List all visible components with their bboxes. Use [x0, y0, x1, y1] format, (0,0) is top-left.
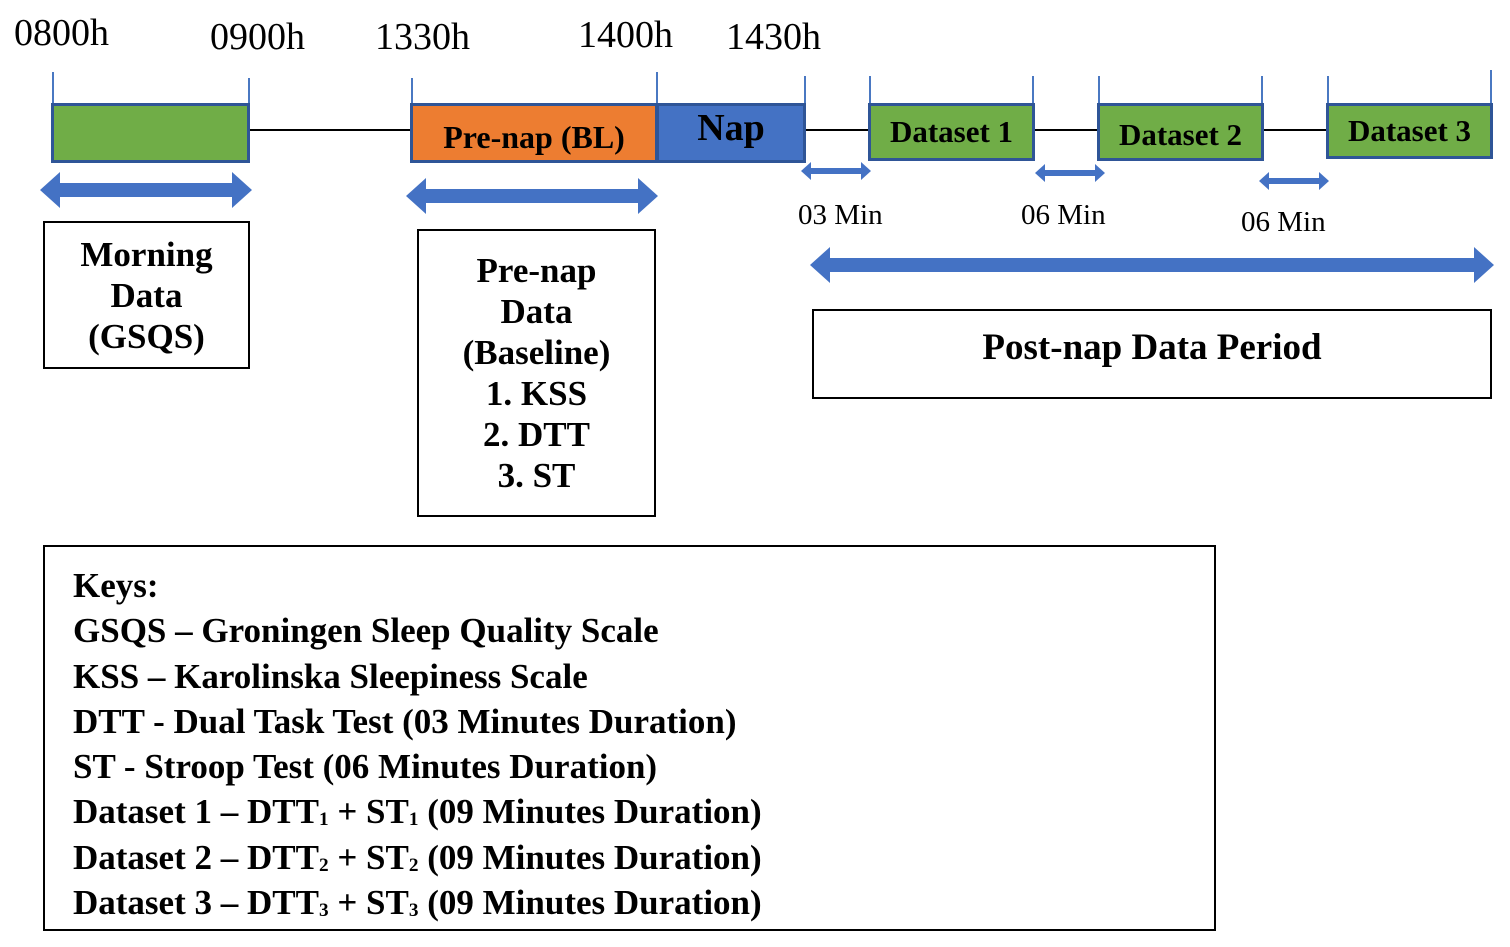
key-line-dataset: Dataset 1 – DTT1 + ST1 (09 Minutes Durat…	[73, 792, 762, 832]
tick-mark	[804, 76, 806, 104]
dataset2-block: Dataset 2	[1097, 103, 1264, 161]
tick-mark	[411, 78, 413, 104]
gap-arrow-03min	[801, 162, 871, 180]
tick-mark	[656, 72, 658, 104]
prenap-box-line: 3. ST	[497, 456, 576, 495]
morning-box-line: (GSQS)	[88, 316, 205, 356]
keys-legend: Keys: GSQS – Groningen Sleep Quality Sca…	[43, 545, 1216, 931]
morning-data-box: Morning Data (GSQS)	[43, 221, 250, 369]
gap-label: 06 Min	[1241, 206, 1326, 238]
tick-mark	[1327, 76, 1329, 104]
time-label-0900: 0900h	[210, 16, 305, 58]
prenap-box-line: (Baseline)	[462, 333, 611, 372]
key-line: GSQS – Groningen Sleep Quality Scale	[73, 611, 659, 651]
tick-mark	[1032, 76, 1034, 104]
postnap-span-arrow	[810, 247, 1494, 283]
tick-mark	[1261, 76, 1263, 104]
prenap-block: Pre-nap (BL)	[410, 103, 658, 163]
tick-mark	[869, 76, 871, 104]
morning-block	[51, 103, 250, 163]
tick-mark	[248, 78, 250, 104]
time-label-1330: 1330h	[375, 16, 470, 58]
dataset3-block: Dataset 3	[1326, 103, 1493, 159]
time-label-0800: 0800h	[14, 12, 109, 54]
keys-title: Keys:	[73, 566, 159, 605]
tick-mark	[52, 72, 54, 104]
time-label-1400: 1400h	[578, 14, 673, 56]
timeline-connector	[1034, 129, 1099, 131]
gap-label: 03 Min	[798, 199, 883, 231]
gap-arrow-06min	[1035, 164, 1105, 182]
key-line-dataset: Dataset 3 – DTT3 + ST3 (09 Minutes Durat…	[73, 883, 762, 923]
dataset1-block: Dataset 1	[868, 103, 1035, 161]
prenap-span-arrow	[406, 178, 658, 214]
postnap-data-box: Post-nap Data Period	[812, 309, 1492, 399]
prenap-data-box: Pre-nap Data (Baseline) 1. KSS 2. DTT 3.…	[417, 229, 656, 517]
morning-span-arrow	[40, 172, 252, 208]
timeline-connector	[805, 129, 870, 131]
gap-arrow-06min	[1259, 172, 1329, 190]
nap-block: Nap	[656, 103, 806, 163]
prenap-box-line: Data	[500, 292, 573, 331]
gap-label: 06 Min	[1021, 199, 1106, 231]
morning-box-line: Morning	[80, 234, 213, 274]
key-line: DTT - Dual Task Test (03 Minutes Duratio…	[73, 701, 737, 741]
postnap-box-label: Post-nap Data Period	[982, 326, 1322, 368]
time-label-1430: 1430h	[726, 16, 821, 58]
prenap-box-line: 1. KSS	[485, 374, 588, 413]
key-line-dataset: Dataset 2 – DTT2 + ST2 (09 Minutes Durat…	[73, 837, 762, 877]
prenap-box-line: 2. DTT	[483, 415, 590, 454]
tick-mark	[1490, 70, 1492, 104]
prenap-box-line: Pre-nap	[476, 251, 597, 290]
morning-box-line: Data	[110, 275, 183, 315]
key-line: ST - Stroop Test (06 Minutes Duration)	[73, 747, 658, 787]
key-line: KSS – Karolinska Sleepiness Scale	[73, 656, 588, 696]
timeline-connector	[1263, 129, 1328, 131]
tick-mark	[1098, 76, 1100, 104]
timeline-connector	[249, 129, 412, 131]
